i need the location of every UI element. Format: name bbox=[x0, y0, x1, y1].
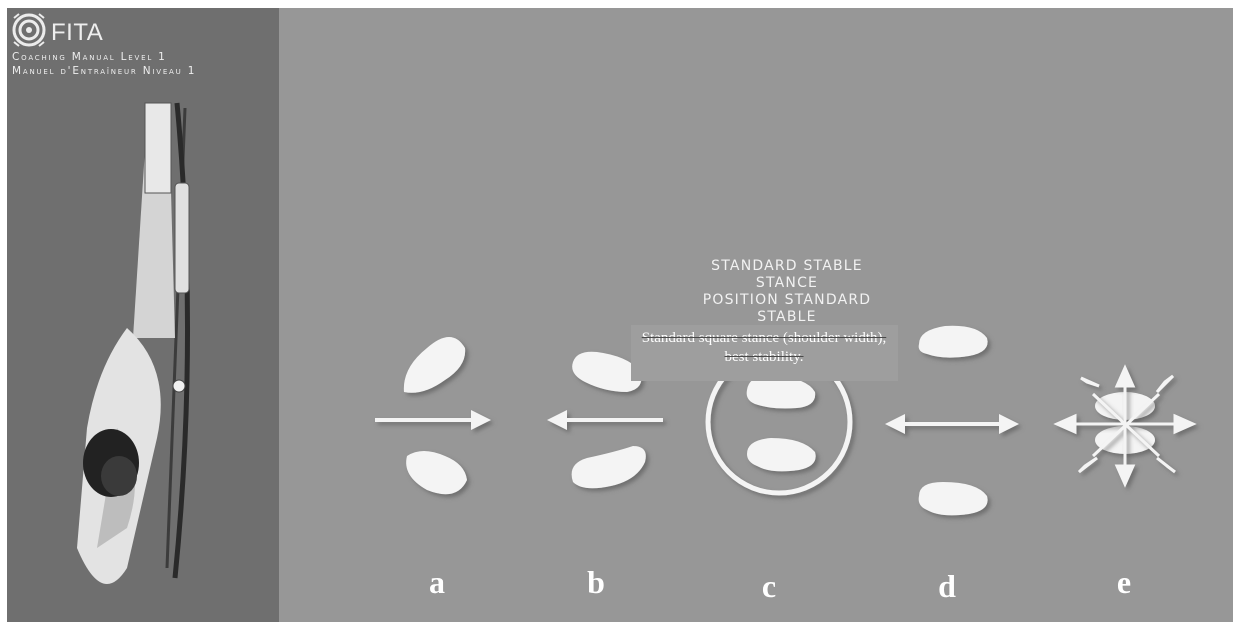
label-a: a bbox=[417, 564, 457, 601]
tooltip-text: Standard square stance (shoulder width),… bbox=[639, 329, 889, 367]
stance-e-arrows bbox=[1057, 368, 1193, 484]
stance-title: STANDARD STABLE STANCE POSITION STANDARD… bbox=[667, 258, 907, 326]
label-c: c bbox=[749, 568, 789, 605]
label-b: b bbox=[576, 564, 616, 601]
stance-diagram bbox=[7, 8, 1233, 622]
stance-b-arrow bbox=[547, 410, 663, 430]
stance-a-arrow bbox=[375, 410, 491, 430]
label-e: e bbox=[1104, 564, 1144, 601]
stance-d-footprints bbox=[919, 326, 988, 516]
stance-title-line: STABLE bbox=[667, 309, 907, 326]
stance-title-line: STANCE bbox=[667, 275, 907, 292]
stance-tooltip: Standard square stance (shoulder width),… bbox=[631, 325, 898, 381]
stance-title-line: STANDARD STABLE bbox=[667, 258, 907, 275]
stance-c-footprints bbox=[747, 376, 816, 472]
stance-a-footprints bbox=[404, 337, 467, 494]
label-d: d bbox=[927, 568, 967, 605]
figure-frame: FITA Coaching Manual Level 1 Manuel d'En… bbox=[7, 8, 1233, 622]
stance-d-arrow bbox=[885, 414, 1019, 434]
stance-title-line: POSITION STANDARD bbox=[667, 292, 907, 309]
